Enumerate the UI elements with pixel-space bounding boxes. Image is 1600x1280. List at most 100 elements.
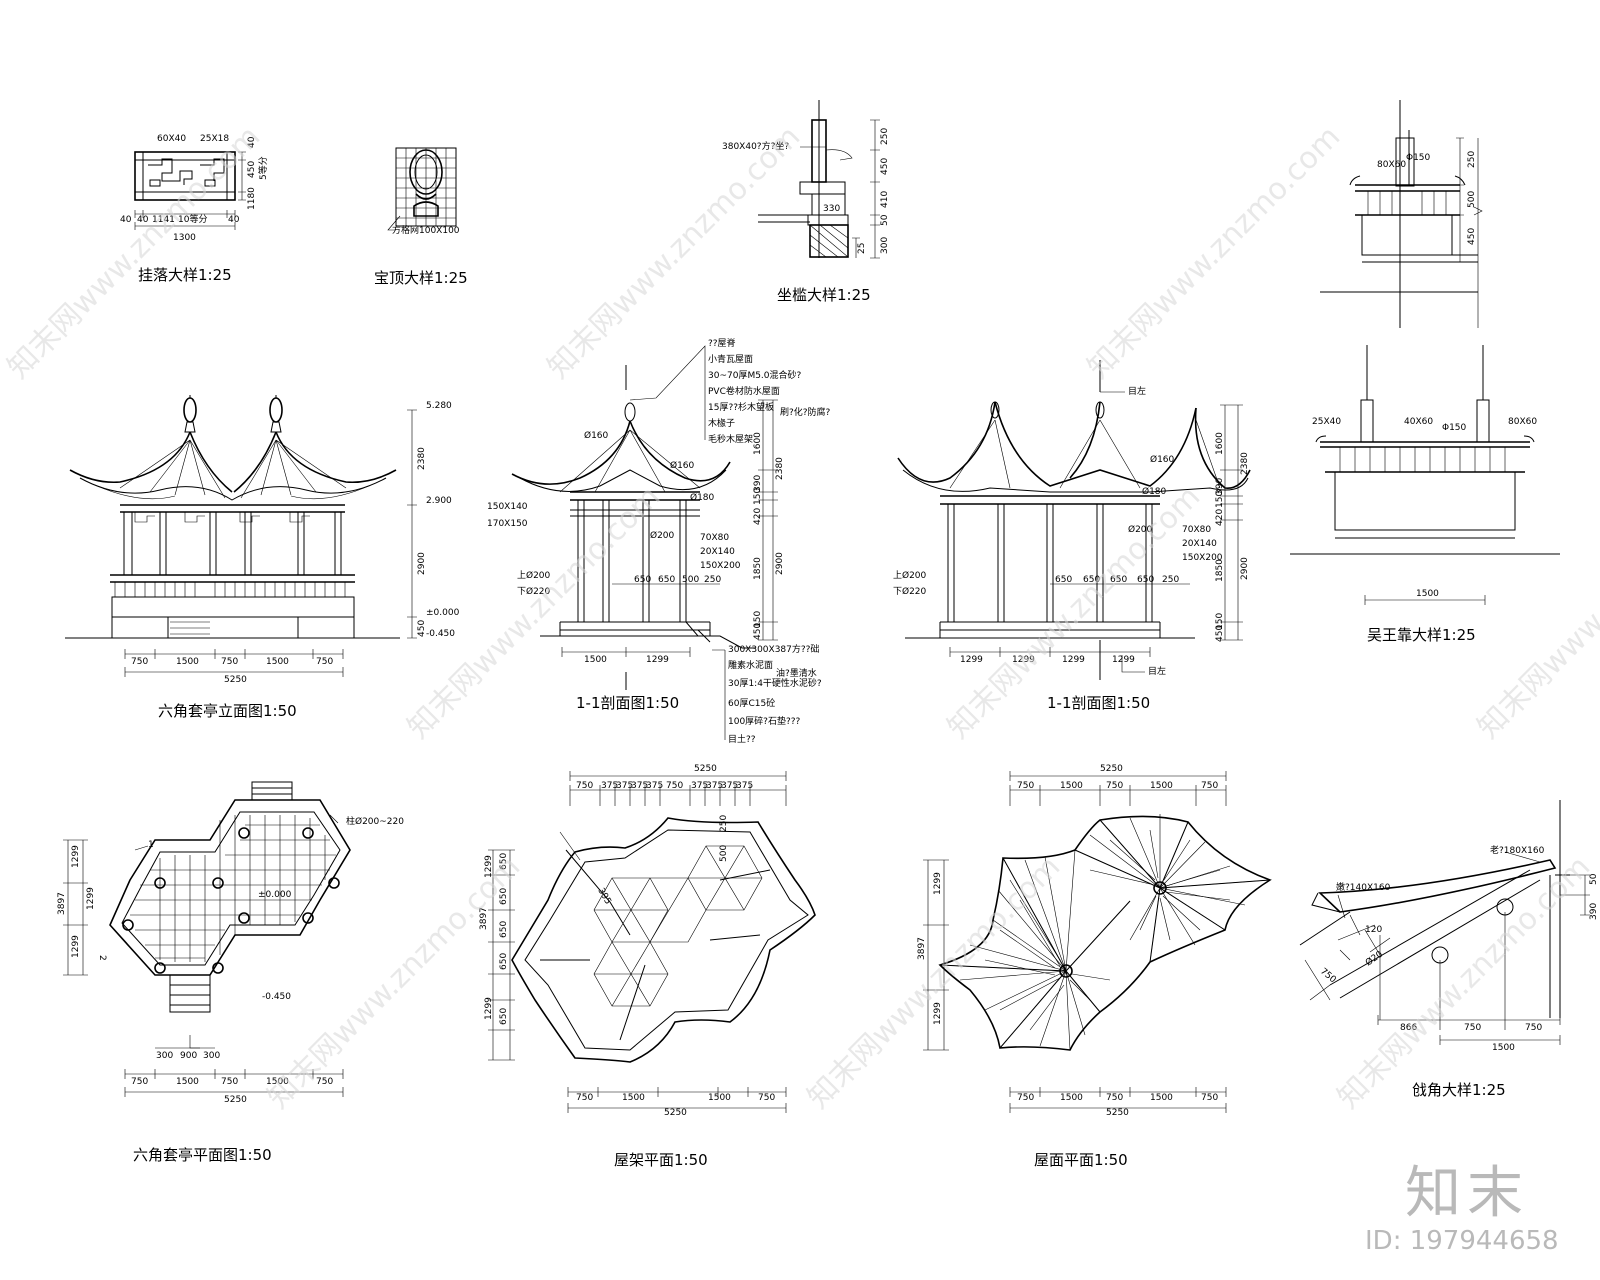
- sec1-found-1: 300X300X387方??础: [728, 643, 819, 655]
- gualuo-dim-11: 5等分: [257, 156, 269, 180]
- gualuo-dim-8: 1300: [173, 233, 196, 243]
- sec1-bottom-1: 1500: [584, 655, 607, 665]
- gualuo-dim-4: 1141: [152, 215, 175, 225]
- zuojian-dim-1: 250: [880, 128, 890, 145]
- rf-topdim-5: 375: [646, 781, 663, 791]
- sec2-vdim-5: 420: [1215, 509, 1225, 526]
- sec1-label-7: 70X80: [700, 533, 729, 543]
- rp-top: 5250: [1100, 764, 1123, 774]
- watermark-3: 知末网www.znzmo.com: [1081, 119, 1347, 385]
- sec1-label-10: 上Ø200: [517, 570, 551, 581]
- plan-label: 柱Ø200~220: [346, 815, 404, 827]
- sec2-vdim-3: 390: [1215, 478, 1225, 495]
- rf-top: 5250: [694, 764, 717, 774]
- sec1-note-extra: 刷?化?防腐?: [780, 406, 831, 418]
- sec1-vdim-5: 420: [753, 508, 763, 525]
- rp-dim-4: 1500: [1150, 1093, 1173, 1103]
- sec2-vdim-7: 2900: [1240, 557, 1250, 580]
- elev-vdim-1: 2380: [417, 447, 427, 470]
- sec1-vdim-1: 1600: [753, 432, 763, 455]
- wuwang-top-dim-2: Φ150: [1406, 153, 1431, 163]
- section2-title: 1-1剖面图1:50: [1047, 694, 1150, 712]
- sec1-found-3: 30厚1:4干硬性水泥砂?: [728, 677, 822, 689]
- plan-vdim-3: 3897: [57, 892, 67, 915]
- elev-vdim-2: 2900: [417, 552, 427, 575]
- wuwangkao-dim-4: 80X60: [1508, 417, 1537, 427]
- rp-dim-2: 1500: [1060, 1093, 1083, 1103]
- plan-top-2: 900: [180, 1051, 197, 1061]
- wuwangkao-dim-3: Φ150: [1442, 423, 1467, 433]
- roof-plan-drawing: 5250 750 1500 750 1500 750 1299 3897 129…: [917, 764, 1272, 1169]
- elev-level-3: ±0.000: [426, 608, 460, 618]
- section-2-drawing: 目左 Ø160 Ø180 Ø200 70X80 20X140 150X200 上…: [893, 360, 1251, 712]
- sec1-vdim-7: 2900: [775, 552, 785, 575]
- sec2-vdim-2: 2380: [1240, 452, 1250, 475]
- sec1-note-6: 木椽子: [708, 417, 735, 429]
- gualuo-dim-3: 40: [120, 215, 132, 225]
- sec2-bottom-1: 1299: [960, 655, 983, 665]
- rp-vdim-3: 1299: [933, 1002, 943, 1025]
- sec2-inner-1: 650: [1055, 575, 1072, 585]
- elev-dim-4: 1500: [266, 657, 289, 667]
- image-id: ID: 197944658: [1365, 1226, 1559, 1256]
- elev-level-2: 2.900: [426, 496, 452, 506]
- gualuo-dim-2: 25X18: [200, 134, 229, 144]
- sec2-inner-3: 650: [1110, 575, 1127, 585]
- sec2-label-2: Ø160: [1150, 454, 1175, 465]
- qj-dim-8: 750: [1525, 1023, 1542, 1033]
- elev-level-1: 5.280: [426, 401, 452, 411]
- rf-dim-1: 750: [576, 1093, 593, 1103]
- rf-topdim-6: 750: [666, 781, 683, 791]
- sec2-label-10: 目左: [1148, 665, 1166, 677]
- gualuo-dim-9: 40: [247, 136, 257, 148]
- sec1-found-6: 目土??: [728, 733, 756, 745]
- rf-topdim-9: 375: [721, 781, 738, 791]
- rf-vdim-6: 650: [499, 953, 509, 970]
- rf-topdim-1: 750: [576, 781, 593, 791]
- gualuo-dim-12: 1180: [247, 187, 257, 210]
- rp-topdim-1: 750: [1017, 781, 1034, 791]
- baoding-note: 方格网100X100: [392, 224, 460, 236]
- sec1-vdim-6: 1850: [753, 557, 763, 580]
- sec1-inner-4: 250: [704, 575, 721, 585]
- watermark-2: 知末网www.znzmo.com: [541, 119, 807, 385]
- gualuo-dim-1: 60X40: [157, 134, 186, 144]
- qiangjiao-title: 戗角大样1:25: [1412, 1081, 1506, 1099]
- sec1-note-3: 30~70厚M5.0混合砂?: [708, 369, 802, 381]
- qj-dim-7: 750: [1464, 1023, 1481, 1033]
- wuwang-top-detail: 80X60 Φ150 250 500 450: [1320, 100, 1483, 328]
- plan-vdim-2: 1299: [86, 887, 96, 910]
- plan-top-1: 300: [156, 1051, 173, 1061]
- watermark-layer: 知末网www.znzmo.com 知末网www.znzmo.com 知末网www…: [1, 119, 1600, 1115]
- gualuo-dim-6: 40: [228, 215, 240, 225]
- zuojian-dim-6: 25: [857, 243, 867, 254]
- rf-vdim-4: 3897: [479, 907, 489, 930]
- elev-level-4: -0.450: [426, 629, 455, 639]
- qiangjiao-detail: 老?180X160 嫩?140X160 120 Ø20 750 866 750 …: [1299, 800, 1599, 1099]
- rf-vdim-2: 650: [499, 853, 509, 870]
- rp-vdim-1: 1299: [933, 872, 943, 895]
- plan-level-a: ±0.000: [258, 890, 292, 900]
- wuwang-top-dim-3: 250: [1467, 151, 1477, 168]
- sec1-label-9: 150X200: [700, 561, 741, 571]
- rp-vdim-2: 3897: [917, 937, 927, 960]
- rf-total: 5250: [664, 1108, 687, 1118]
- wuwangkao-title: 吴王靠大样1:25: [1367, 626, 1476, 644]
- plan-dim-1: 750: [131, 1077, 148, 1087]
- rp-dim-5: 750: [1201, 1093, 1218, 1103]
- sec2-bottom-3: 1299: [1062, 655, 1085, 665]
- sec2-bottom-4: 1299: [1112, 655, 1135, 665]
- rf-dim-3: 1500: [708, 1093, 731, 1103]
- rf-vdim-8: 650: [499, 1008, 509, 1025]
- zuojian-dim-5: 300: [880, 237, 890, 254]
- plan-total: 5250: [224, 1095, 247, 1105]
- sec1-vdim-8: 150: [753, 611, 763, 628]
- sec2-vdim-8: 150: [1215, 613, 1225, 630]
- rf-topdim-8: 375: [706, 781, 723, 791]
- elev-dim-3: 750: [221, 657, 238, 667]
- sec2-label-8: 上Ø200: [893, 570, 927, 581]
- rp-topdim-2: 1500: [1060, 781, 1083, 791]
- rf-vdim-5: 650: [499, 921, 509, 938]
- zuojian-note: 380X40?方?坐?: [722, 140, 789, 152]
